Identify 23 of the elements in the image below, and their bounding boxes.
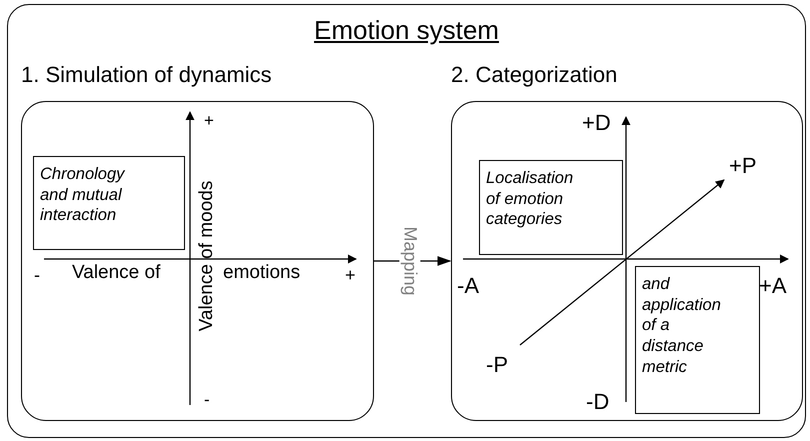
axis-label: -D — [586, 389, 610, 414]
text-box — [635, 266, 760, 414]
note-text: and application of a distance metric — [642, 274, 722, 378]
note-text: Localisation of emotion categories — [486, 168, 574, 230]
axis-sign: + — [204, 111, 214, 131]
text-box — [479, 160, 623, 255]
axis-sign: - — [34, 265, 40, 286]
axis-label: -P — [486, 352, 508, 378]
axis-label: -A — [457, 273, 479, 298]
axis-sign: + — [345, 265, 356, 286]
panel-heading: 2. Categorization — [451, 62, 618, 88]
axis-label: +D — [582, 110, 611, 136]
axis-label: emotions — [223, 262, 300, 284]
frame-box — [7, 4, 806, 438]
text-box — [33, 156, 185, 250]
axis-label: Valence of — [72, 262, 160, 284]
axis-label: +P — [729, 153, 757, 178]
axis-sign: - — [204, 390, 210, 410]
note-text: Chronology and mutual interaction — [40, 164, 126, 226]
axis-label: +A — [759, 273, 787, 298]
frame-heading: Emotion system — [314, 16, 499, 46]
axis-label: Valence of moods — [196, 180, 218, 332]
panel-heading: 1. Simulation of dynamics — [21, 62, 272, 88]
